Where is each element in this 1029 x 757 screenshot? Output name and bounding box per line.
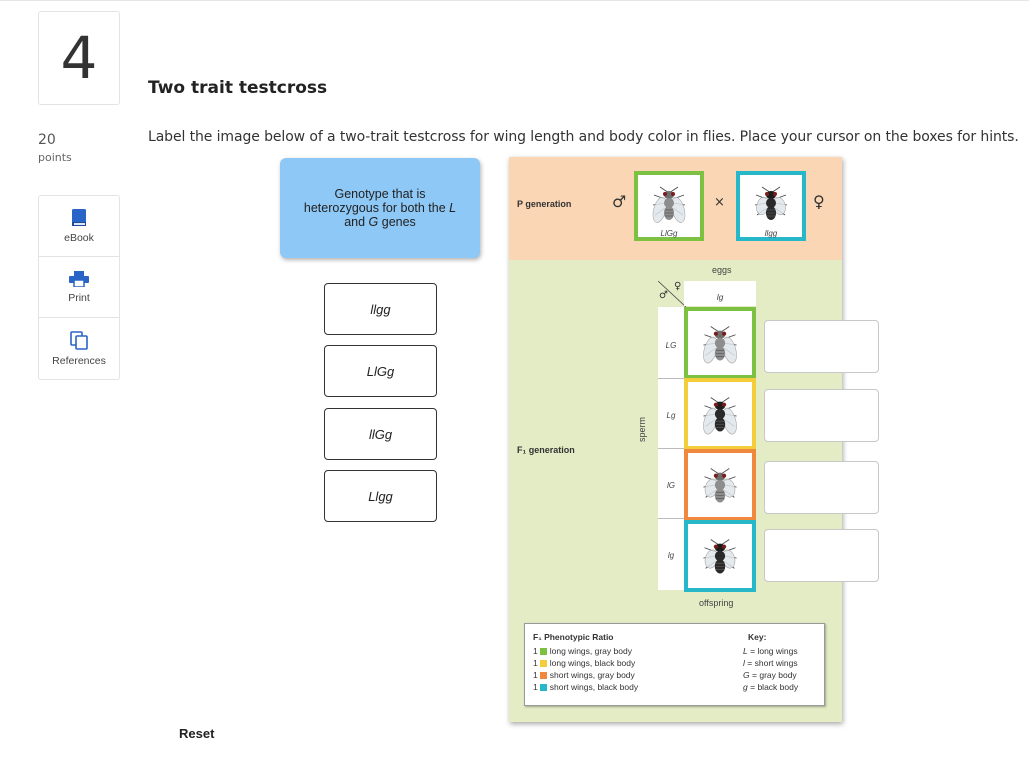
- egg-gamete: lg: [684, 281, 756, 306]
- printer-icon: [69, 270, 89, 287]
- male-symbol: ♂: [612, 192, 627, 211]
- offspring-fly-1: [684, 307, 756, 379]
- fly-black-long-icon: [703, 397, 737, 435]
- top-divider: [0, 0, 1029, 1]
- key-row: G = gray body: [743, 670, 797, 680]
- yellow-swatch: [539, 659, 547, 667]
- p-generation-label: P generation: [517, 199, 572, 209]
- fly-black-short-icon: [754, 186, 788, 220]
- ebook-label: eBook: [64, 232, 94, 244]
- parent-male-fly: LlGg: [634, 171, 704, 241]
- sperm-divider: [658, 518, 684, 519]
- orange-swatch: [539, 671, 547, 679]
- sperm-label: sperm: [637, 416, 647, 442]
- drop-target-4[interactable]: [764, 529, 879, 582]
- f1-generation-label: F₁ generation: [517, 445, 575, 455]
- key-row: g = black body: [743, 682, 799, 692]
- blue-swatch: [539, 683, 547, 691]
- references-button[interactable]: References: [39, 318, 119, 379]
- sperm-gamete-4: lg: [667, 551, 675, 560]
- drop-target-2[interactable]: [764, 389, 879, 442]
- key-title: Key:: [748, 632, 767, 642]
- print-button[interactable]: Print: [39, 257, 119, 318]
- print-label: Print: [68, 291, 90, 304]
- parent-female-fly: llgg: [736, 171, 806, 241]
- points-value: 20: [38, 132, 56, 148]
- hint-card[interactable]: Genotype that is heterozygous for both t…: [280, 158, 480, 258]
- punnett-corner-diagonal: [658, 281, 686, 307]
- drop-target-3[interactable]: [764, 461, 879, 514]
- testcross-figure: P generation ♂ LlGg × llgg ♀ eggs ♂ ♀ lg…: [509, 157, 842, 722]
- fly-black-short-icon: [703, 539, 737, 574]
- green-swatch: [539, 647, 547, 655]
- drag-label-llgg-2[interactable]: LlGg: [324, 345, 437, 397]
- phenotypic-ratio-title: F₁ Phenotypic Ratio: [533, 632, 614, 642]
- question-title: Two trait testcross: [148, 78, 328, 98]
- hint-line-1: Genotype that is: [334, 187, 426, 201]
- ebook-button[interactable]: eBook: [39, 196, 119, 257]
- offspring-label: offspring: [699, 598, 734, 608]
- points-label: points: [38, 151, 72, 164]
- fly-gray-long-icon: [703, 326, 737, 364]
- tools-panel: eBook Print References: [38, 195, 120, 380]
- sperm-divider: [658, 448, 684, 449]
- references-label: References: [52, 354, 106, 367]
- eggs-label: eggs: [712, 265, 732, 275]
- parent-male-genotype: LlGg: [660, 229, 678, 238]
- parent-female-genotype: llgg: [764, 229, 778, 238]
- copy-icon: [70, 330, 88, 350]
- drop-target-1[interactable]: [764, 320, 879, 373]
- offspring-fly-4: [684, 520, 756, 592]
- drag-label-llgg-4[interactable]: Llgg: [324, 470, 437, 522]
- book-icon: [72, 209, 86, 226]
- offspring-fly-2: [684, 378, 756, 450]
- drag-label-llgg[interactable]: llgg: [324, 283, 437, 335]
- question-number: 4: [38, 11, 120, 105]
- p-generation-panel: P generation ♂ LlGg × llgg ♀: [509, 157, 842, 260]
- egg-female-symbol: ♀: [674, 281, 682, 292]
- sperm-gamete-1: LG: [665, 341, 677, 350]
- sperm-gamete-2: Lg: [666, 411, 676, 420]
- sperm-divider: [658, 378, 684, 379]
- sperm-male-symbol: ♂: [659, 290, 668, 301]
- reset-button[interactable]: Reset: [179, 726, 215, 741]
- cross-symbol: ×: [714, 195, 725, 210]
- drag-label-llgg-3[interactable]: llGg: [324, 408, 437, 460]
- fly-gray-short-icon: [703, 468, 737, 503]
- sperm-gamete-3: lG: [667, 481, 675, 490]
- hint-line-2: heterozygous for both the L: [303, 201, 457, 215]
- question-instructions: Label the image below of a two-trait tes…: [148, 129, 1019, 145]
- offspring-fly-3: [684, 449, 756, 521]
- key-row: l = short wings: [743, 658, 798, 668]
- female-symbol: ♀: [813, 192, 825, 211]
- hint-line-3: and G genes: [344, 215, 416, 229]
- fly-gray-long-icon: [652, 186, 686, 223]
- key-row: L = long wings: [743, 646, 798, 656]
